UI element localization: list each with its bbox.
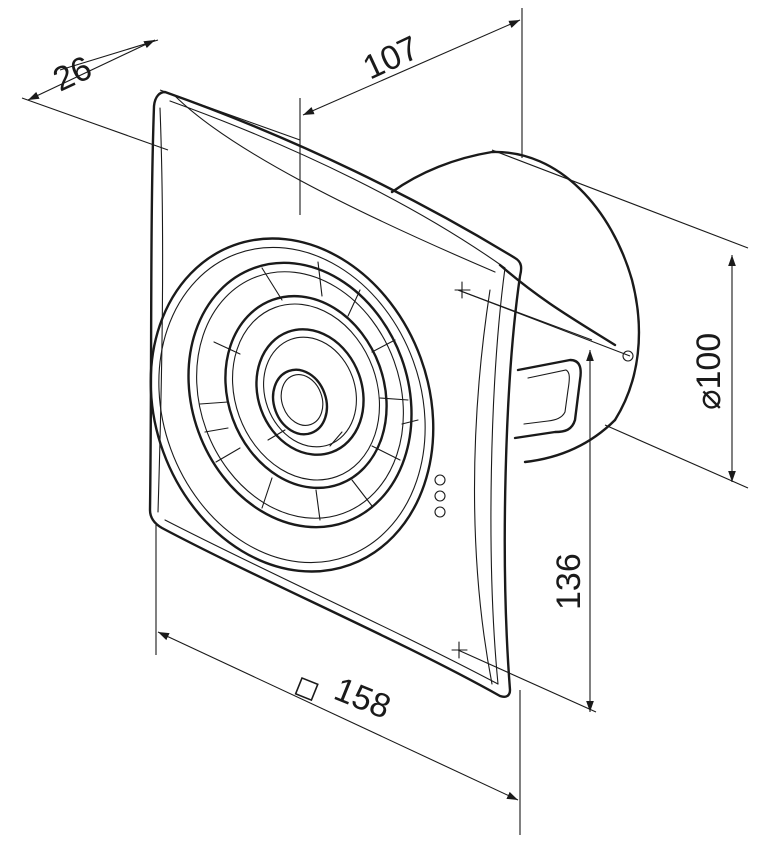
dimension-panel-size: 158 <box>155 525 521 835</box>
dimension-mount-height: 136 <box>457 289 597 713</box>
dimension-label-158: 158 <box>329 670 396 726</box>
indicator-light-icon <box>434 474 446 486</box>
dimension-duct-diameter: ⌀100 <box>457 149 749 489</box>
dimension-label-diameter-100: ⌀100 <box>690 333 728 410</box>
square-symbol-icon <box>294 676 319 702</box>
dimension-label-26: 26 <box>47 49 97 99</box>
indicator-light-icon <box>434 506 446 518</box>
dimension-label-136: 136 <box>550 553 588 610</box>
front-panel <box>148 90 523 698</box>
concentric-grille <box>149 237 435 573</box>
dimension-label-107: 107 <box>357 29 424 87</box>
indicator-light-icon <box>434 490 446 502</box>
indicator-lights <box>434 474 446 518</box>
dimension-depth-housing: 107 <box>299 8 523 215</box>
duct-housing <box>390 150 641 464</box>
